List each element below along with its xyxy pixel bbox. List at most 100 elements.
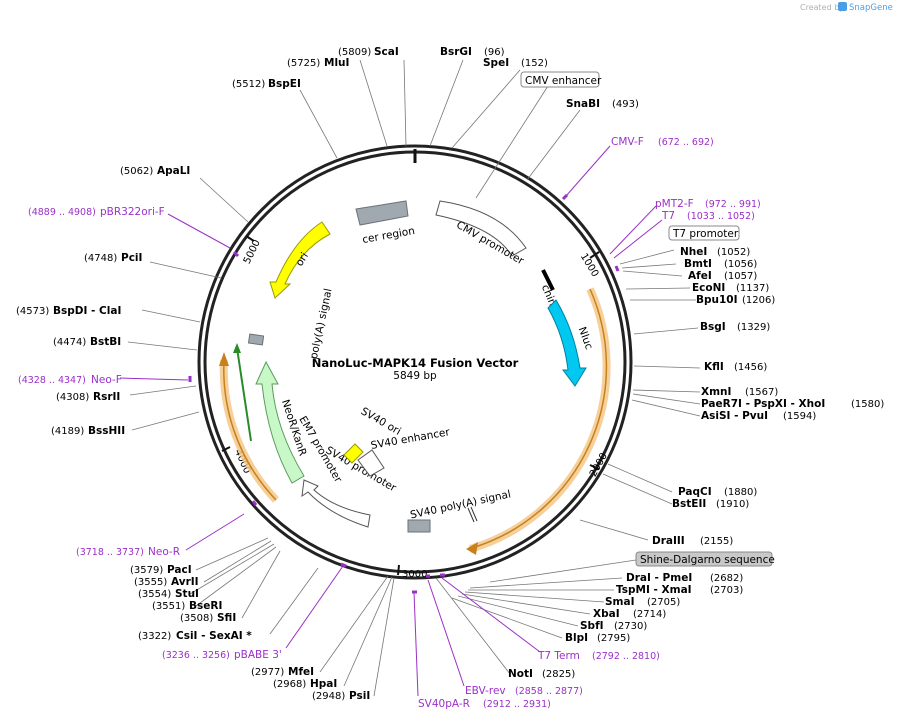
tick-5000-mark — [245, 235, 255, 242]
psii-name: PsiI — [349, 690, 370, 702]
sv40-enhancer-feature — [357, 449, 385, 477]
afei-pos: (1057) — [724, 271, 757, 282]
tick-2000-mark — [589, 464, 600, 470]
tick-5000-label: 5000 — [242, 238, 263, 266]
pbr322-name: pBR322ori-F — [100, 206, 165, 218]
bsteii-pos: (1910) — [716, 499, 749, 510]
neor-name: Neo-R — [148, 546, 180, 558]
map-length: 5849 bp — [393, 370, 437, 382]
sv40-polya-feature — [407, 519, 431, 533]
avrii-name: AvrII — [171, 576, 199, 588]
sfii-name: SfiI — [217, 612, 236, 624]
paer7i-name: PaeR7I - PspXI - XhoI — [701, 398, 825, 410]
bseri-pos: (3551) — [152, 601, 185, 612]
map-title: NanoLuc-MAPK14 Fusion Vector — [312, 356, 519, 370]
bsteii-name: BstEII — [672, 498, 706, 510]
cmvf-pos: (672 .. 692) — [658, 137, 714, 148]
sv40-promoter-feature — [301, 479, 371, 528]
nhei-pos: (1052) — [717, 247, 750, 258]
bseri-name: BseRI — [189, 600, 222, 612]
orf-right-arrow — [466, 542, 478, 555]
drai-name: DraI - PmeI — [626, 572, 692, 584]
sv40par-pos: (2912 .. 2931) — [483, 699, 551, 710]
pbabe-name: pBABE 3' — [234, 649, 282, 661]
bsshii-pos: (4189) — [51, 426, 84, 437]
xbai-pos: (2714) — [633, 609, 666, 620]
rsrii-pos: (4308) — [56, 392, 89, 403]
paqci-pos: (1880) — [724, 487, 757, 498]
t7-name: T7 — [661, 210, 675, 222]
bmti-name: BmtI — [684, 258, 712, 270]
sv40par-name: SV40pA-R — [418, 698, 470, 710]
ebvrev-name: EBV-rev — [465, 685, 506, 697]
bspdi-name: BspDI - ClaI — [53, 305, 121, 317]
xmni-pos: (1567) — [745, 387, 778, 398]
pmt2f-name: pMT2-F — [655, 198, 694, 210]
neor-inner-arrow — [233, 343, 241, 353]
bsgi-pos: (1329) — [737, 322, 770, 333]
bsrgi-pos: (96) — [484, 47, 505, 58]
sbfi-pos: (2730) — [614, 621, 647, 632]
snapgene-logo-icon — [838, 2, 847, 11]
primer-leader-lines — [119, 145, 663, 697]
rsrii-name: RsrII — [93, 391, 120, 403]
stui-name: StuI — [175, 588, 199, 600]
cer-region-feature — [355, 200, 409, 226]
bspei-pos: (5512) — [232, 79, 265, 90]
blpi-pos: (2795) — [597, 633, 630, 644]
nhei-name: NheI — [680, 246, 707, 258]
cmv-enhancer-box — [520, 71, 600, 88]
bspdi-pos: (4573) — [16, 306, 49, 317]
hpai-pos: (2968) — [273, 679, 306, 690]
psii-pos: (2948) — [312, 691, 345, 702]
afei-name: AfeI — [688, 270, 712, 282]
mlui-pos: (5725) — [287, 58, 320, 69]
cmv-enhancer-label: CMV enhancer — [525, 75, 602, 87]
hpai-name: HpaI — [310, 678, 337, 690]
apali-name: ApaLI — [157, 165, 190, 177]
noti-name: NotI — [508, 668, 533, 680]
mfei-pos: (2977) — [251, 667, 284, 678]
sv40-ori-label: SV40 ori — [359, 405, 403, 438]
bstbi-name: BstBI — [90, 336, 121, 348]
shine-dalgarno-box — [635, 551, 773, 567]
bpu10i-name: Bpu10I — [696, 294, 738, 306]
t7term-name: T7 Term — [537, 650, 580, 662]
sfii-pos: (3508) — [180, 613, 213, 624]
bsgi-name: BsgI — [700, 321, 726, 333]
orf-arc-left-line — [223, 359, 277, 501]
pcii-name: PciI — [121, 252, 142, 264]
orf-left-arrow — [219, 352, 229, 366]
nluc-feature — [547, 299, 587, 387]
shine-dalgarno-label: Shine-Dalgarno sequence — [640, 554, 775, 566]
t7term-pos: (2792 .. 2810) — [592, 651, 660, 662]
neof-name: Neo-F — [91, 374, 122, 386]
apali-pos: (5062) — [120, 166, 153, 177]
mfei-name: MfeI — [288, 666, 314, 678]
kfli-pos: (1456) — [734, 362, 767, 373]
tick-1000-mark — [589, 251, 600, 259]
neof-pos: (4328 .. 4347) — [18, 375, 86, 386]
leader-lines — [127, 59, 701, 697]
bspei-name: BspEI — [268, 78, 301, 90]
csii-pos: (3322) — [138, 631, 171, 642]
ebvrev-pos: (2858 .. 2877) — [515, 686, 583, 697]
bmti-pos: (1056) — [724, 259, 757, 270]
avrii-pos: (3555) — [134, 577, 167, 588]
snapgene-brand-text: SnapGene — [849, 3, 893, 13]
spei-pos: (152) — [521, 58, 548, 69]
cer-region-label: cer region — [361, 225, 415, 246]
smai-pos: (2705) — [647, 597, 680, 608]
nluc-label: Nluc — [576, 325, 595, 351]
neor-inner-line — [236, 347, 252, 442]
paqci-name: PaqCI — [678, 486, 712, 498]
polya-signal-feature — [247, 333, 265, 346]
sv40-polya-label: SV40 poly(A) signal — [409, 488, 512, 521]
bsrgi-name: BsrGI — [440, 46, 472, 58]
bsshii-name: BssHII — [88, 425, 125, 437]
t7-promoter-label: T7 promoter — [672, 228, 739, 240]
cmvf-name: CMV-F — [611, 136, 644, 148]
xbai-name: XbaI — [593, 608, 620, 620]
spei-name: SpeI — [483, 57, 509, 69]
